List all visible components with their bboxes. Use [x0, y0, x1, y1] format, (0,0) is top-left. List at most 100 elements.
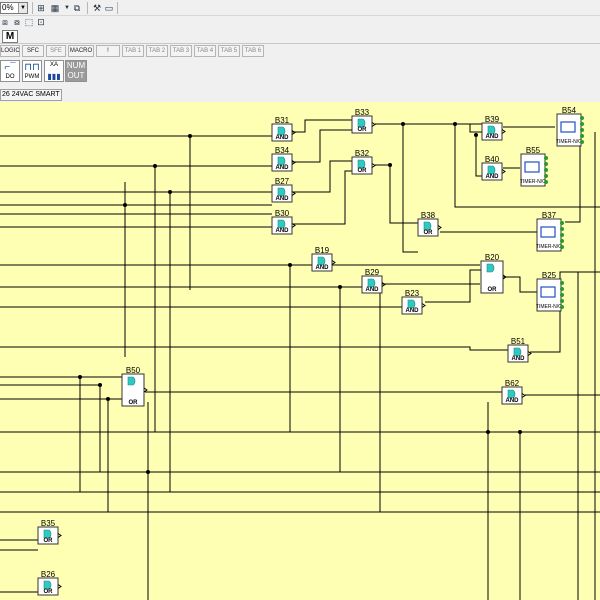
output-terminal[interactable] [580, 122, 584, 126]
tab-macro[interactable]: MACRO [68, 45, 94, 57]
wire[interactable] [375, 164, 418, 224]
output-terminal[interactable] [580, 128, 584, 132]
wire[interactable] [291, 119, 352, 133]
mode-button[interactable]: M [2, 30, 18, 43]
pointer-icon[interactable]: ⊞ [37, 3, 45, 13]
output-pin[interactable] [57, 533, 62, 538]
tab-logic[interactable]: LOGIC [0, 45, 20, 57]
tab-tab-4[interactable]: TAB 4 [194, 45, 216, 57]
output-terminal[interactable] [544, 168, 548, 172]
wire[interactable] [375, 123, 418, 253]
wire[interactable] [291, 129, 352, 163]
output-pin[interactable] [527, 351, 532, 356]
output-pin[interactable] [371, 163, 376, 168]
output-terminal[interactable] [544, 156, 548, 160]
palette-num-out[interactable]: NUM OUT [65, 60, 87, 82]
output-pin[interactable] [381, 282, 386, 287]
link-icon[interactable]: ⧉ [73, 3, 81, 13]
output-terminal[interactable] [544, 162, 548, 166]
wire[interactable] [469, 124, 482, 133]
wire[interactable] [0, 346, 508, 351]
output-pin[interactable] [143, 387, 148, 393]
output-pin[interactable] [291, 191, 296, 196]
output-terminal[interactable] [580, 116, 584, 120]
palette-pwm[interactable]: ⊓⊓ PWM [22, 60, 42, 82]
output-pin[interactable] [521, 393, 526, 398]
palette-do[interactable]: ⌐¯ DO [0, 60, 20, 82]
dropdown-icon[interactable]: ▼ [64, 5, 70, 11]
output-pin[interactable] [57, 584, 62, 589]
tab-sfe[interactable]: SFE [46, 45, 66, 57]
wire[interactable] [475, 135, 482, 177]
wire[interactable] [291, 170, 352, 225]
tab-tab-1[interactable]: TAB 1 [122, 45, 144, 57]
zoom-select[interactable]: 0% ▼ [0, 2, 28, 14]
output-terminal[interactable] [560, 239, 564, 243]
output-terminal[interactable] [580, 140, 584, 144]
output-terminal[interactable] [544, 180, 548, 184]
wire[interactable] [425, 269, 481, 303]
output-terminal[interactable] [560, 293, 564, 297]
tab-sfc[interactable]: SFC [22, 45, 44, 57]
copy-icon[interactable]: ▭ [104, 3, 114, 13]
tab-tab-3[interactable]: TAB 3 [170, 45, 192, 57]
output-terminal[interactable] [560, 227, 564, 231]
output-pin[interactable] [502, 274, 507, 280]
output-terminal[interactable] [560, 305, 564, 309]
output-pin[interactable] [291, 130, 296, 135]
output-pin[interactable] [501, 169, 506, 174]
output-pin[interactable] [371, 122, 376, 127]
output-pin[interactable] [291, 160, 296, 165]
block-body[interactable] [480, 260, 504, 294]
tab-tab-6[interactable]: TAB 6 [242, 45, 264, 57]
output-pin[interactable] [501, 129, 506, 134]
output-pin[interactable] [331, 260, 336, 265]
tab-tab-2[interactable]: TAB 2 [146, 45, 168, 57]
output-pin[interactable] [421, 303, 426, 308]
tool-icon[interactable]: ⚒ [92, 3, 102, 13]
wire[interactable] [530, 271, 600, 353]
move-icon[interactable]: ⊡ [37, 17, 45, 27]
tab-alert[interactable]: ! [96, 45, 120, 57]
output-terminal[interactable] [560, 287, 564, 291]
chevron-down-icon[interactable]: ▼ [18, 3, 27, 13]
wire[interactable] [565, 132, 581, 223]
grid-icon[interactable]: ▦ [50, 3, 60, 13]
output-terminal[interactable] [560, 299, 564, 303]
output-terminal[interactable] [560, 281, 564, 285]
block-body[interactable] [121, 373, 145, 407]
cut-icon[interactable]: ⬚ [24, 17, 34, 27]
output-terminal[interactable] [560, 233, 564, 237]
select-icon[interactable]: ⧇ [14, 17, 20, 27]
wire[interactable] [454, 124, 600, 208]
paste-icon[interactable]: ⧈ [2, 17, 8, 27]
output-pin[interactable] [437, 225, 442, 230]
wire[interactable] [503, 276, 537, 293]
output-terminal[interactable] [560, 221, 564, 225]
wire[interactable] [0, 384, 101, 472]
wire[interactable] [291, 160, 352, 193]
